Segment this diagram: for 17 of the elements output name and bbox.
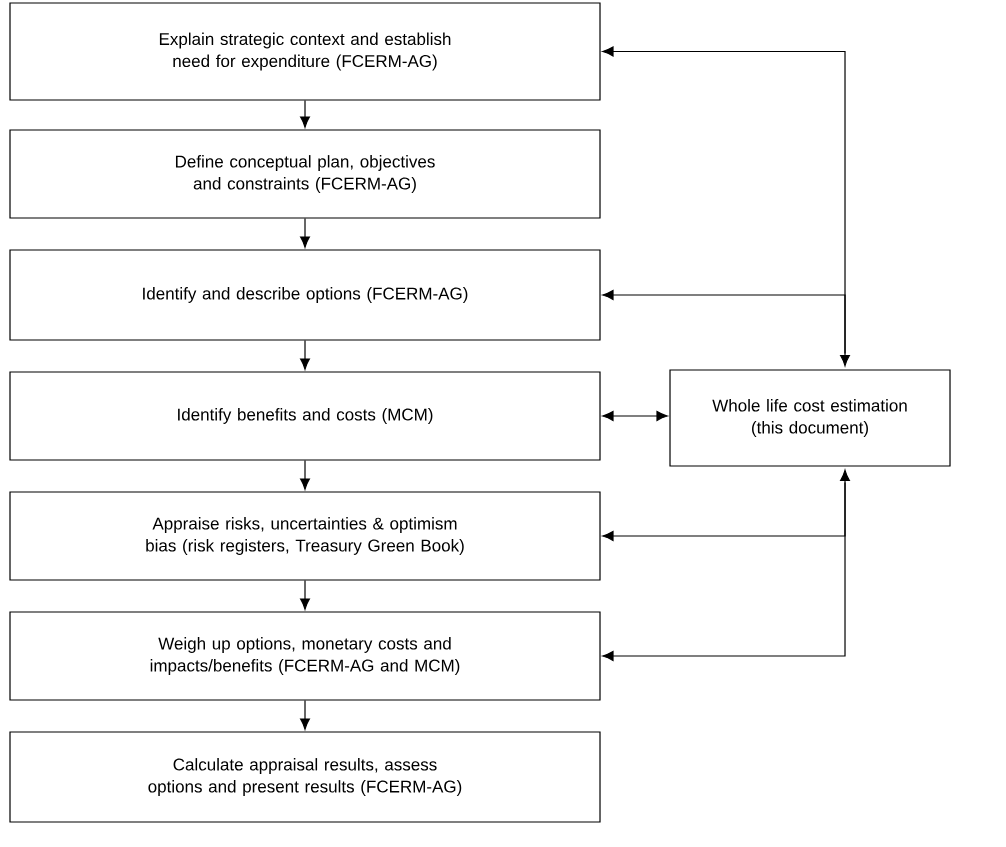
arrow xyxy=(300,460,310,490)
arrow xyxy=(602,46,850,367)
process-box: Identify benefits and costs (MCM) xyxy=(9,371,601,461)
process-box: Explain strategic context and establish need for expenditure (FCERM-AG) xyxy=(9,2,601,101)
process-box: Define conceptual plan, objectives and constraints (FCERM-AG) xyxy=(9,129,601,219)
arrow xyxy=(300,100,310,128)
process-box: Whole life cost estimation (this document) xyxy=(669,369,951,467)
arrow xyxy=(300,218,310,248)
process-box: Calculate appraisal results, assess options and present results (FCERM-AG) xyxy=(9,731,601,823)
arrow xyxy=(300,700,310,730)
process-box: Weigh up options, monetary costs and impacts/benefits (FCERM-AG and MCM) xyxy=(9,611,601,701)
arrow xyxy=(602,469,850,661)
process-box: Identify and describe options (FCERM-AG) xyxy=(9,249,601,341)
arrow xyxy=(602,411,668,421)
arrow xyxy=(300,340,310,370)
process-box: Appraise risks, uncertainties & optimism bias (risk registers, Treasury Green Book) xyxy=(9,491,601,581)
arrow xyxy=(300,580,310,610)
